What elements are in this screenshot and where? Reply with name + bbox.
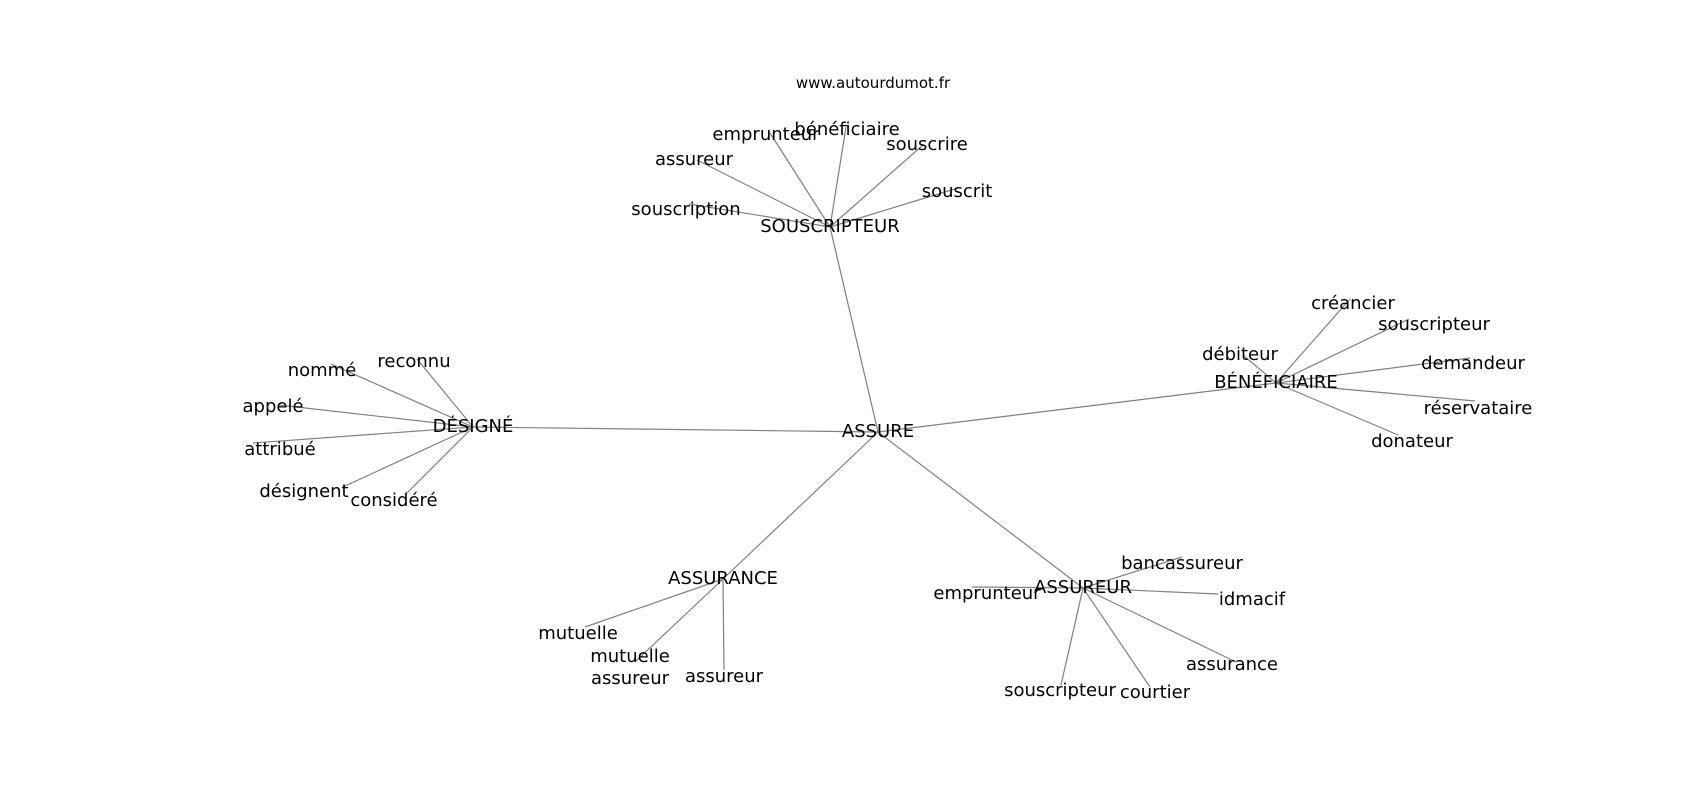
node-souscripteur[interactable]: souscripteur bbox=[1004, 680, 1116, 701]
node-bancassureur[interactable]: bancassureur bbox=[1121, 553, 1243, 574]
edge-souscripteur-leaf bbox=[696, 159, 831, 228]
node-mutuelle[interactable]: mutuelle bbox=[538, 623, 618, 644]
edge-designe-leaf bbox=[330, 363, 474, 428]
edge-souscripteur-leaf bbox=[688, 203, 831, 228]
edge-assureur-leaf bbox=[1082, 587, 1219, 595]
edge-souscripteur-leaf bbox=[829, 187, 959, 228]
node-souscrit[interactable]: souscrit bbox=[922, 181, 993, 202]
node-reconnu[interactable]: reconnu bbox=[377, 351, 450, 372]
hub-node-assurance[interactable]: ASSURANCE bbox=[668, 568, 778, 589]
edge-beneficiaire-leaf bbox=[1275, 382, 1476, 402]
edge-assureur-leaf bbox=[1082, 587, 1151, 688]
node-cr-ancier[interactable]: créancier bbox=[1311, 293, 1395, 314]
node-d-biteur[interactable]: débiteur bbox=[1202, 344, 1278, 365]
edge-assureur-leaf bbox=[1060, 587, 1084, 686]
node-donateur[interactable]: donateur bbox=[1371, 431, 1453, 452]
node-assureur[interactable]: assureur bbox=[685, 666, 764, 687]
node-emprunteur[interactable]: emprunteur bbox=[933, 583, 1041, 604]
edge-assurance-leaf bbox=[584, 578, 724, 628]
node-attribu-[interactable]: attribué bbox=[244, 439, 315, 460]
node-souscription[interactable]: souscription bbox=[631, 199, 740, 220]
graph-labels: www.autourdumot.fr assureuremprunteurbén… bbox=[242, 74, 1532, 703]
edge-assureur-leaf bbox=[1082, 587, 1237, 663]
site-credit: www.autourdumot.fr bbox=[796, 74, 951, 92]
edge-assureur-leaf bbox=[1082, 556, 1183, 589]
edge-beneficiaire-leaf bbox=[1275, 357, 1471, 384]
edge-beneficiaire-leaf bbox=[1275, 318, 1410, 384]
edge-center-beneficiaire bbox=[877, 382, 1277, 433]
edge-beneficiaire-leaf bbox=[1275, 382, 1399, 436]
node-assureur[interactable]: assureur bbox=[655, 149, 734, 170]
node-consid-r-[interactable]: considéré bbox=[350, 490, 437, 511]
edge-beneficiaire-leaf bbox=[1275, 298, 1351, 384]
edge-souscripteur-leaf bbox=[769, 132, 831, 228]
edge-center-souscripteur bbox=[829, 226, 879, 433]
edge-assurance-leaf bbox=[722, 578, 725, 671]
node-souscripteur[interactable]: souscripteur bbox=[1378, 314, 1490, 335]
node-assurance[interactable]: assurance bbox=[1186, 654, 1278, 675]
edge-designe-leaf bbox=[278, 404, 474, 428]
node-b-n-ficiaire[interactable]: bénéficiaire bbox=[794, 119, 899, 140]
edge-center-assurance bbox=[722, 431, 879, 580]
edge-center-assureur bbox=[877, 431, 1084, 589]
edge-souscripteur-leaf bbox=[829, 126, 847, 228]
edge-designe-leaf bbox=[342, 426, 474, 488]
node-courtier[interactable]: courtier bbox=[1120, 682, 1191, 703]
node-d-signent[interactable]: désignent bbox=[259, 481, 348, 502]
hub-node-assureur[interactable]: ASSUREUR bbox=[1034, 577, 1132, 598]
node-idmacif[interactable]: idmacif bbox=[1219, 589, 1286, 610]
node-nomm-[interactable]: nommé bbox=[288, 360, 357, 381]
edge-souscripteur-leaf bbox=[829, 144, 924, 228]
node-emprunteur[interactable]: emprunteur bbox=[712, 124, 820, 145]
hub-node-beneficiaire[interactable]: BÉNÉFICIAIRE bbox=[1214, 371, 1338, 393]
edge-beneficiaire-leaf bbox=[1242, 354, 1277, 384]
node-souscrire[interactable]: souscrire bbox=[886, 134, 968, 155]
edge-assurance-leaf bbox=[634, 578, 724, 663]
node-appel-[interactable]: appelé bbox=[242, 396, 303, 417]
edge-assureur-leaf bbox=[971, 586, 1084, 589]
edge-designe-leaf bbox=[252, 426, 474, 444]
edge-designe-leaf bbox=[416, 358, 474, 428]
center-node-assure[interactable]: ASSURE bbox=[842, 421, 914, 442]
graph-edges bbox=[252, 126, 1476, 688]
node-demandeur[interactable]: demandeur bbox=[1421, 353, 1525, 374]
hub-node-souscripteur[interactable]: SOUSCRIPTEUR bbox=[760, 216, 899, 237]
hub-node-designe[interactable]: DÉSIGNÉ bbox=[433, 415, 514, 437]
edge-designe-leaf bbox=[406, 426, 474, 494]
edge-center-designe bbox=[472, 426, 879, 433]
node-r-servataire[interactable]: réservataire bbox=[1424, 398, 1533, 419]
